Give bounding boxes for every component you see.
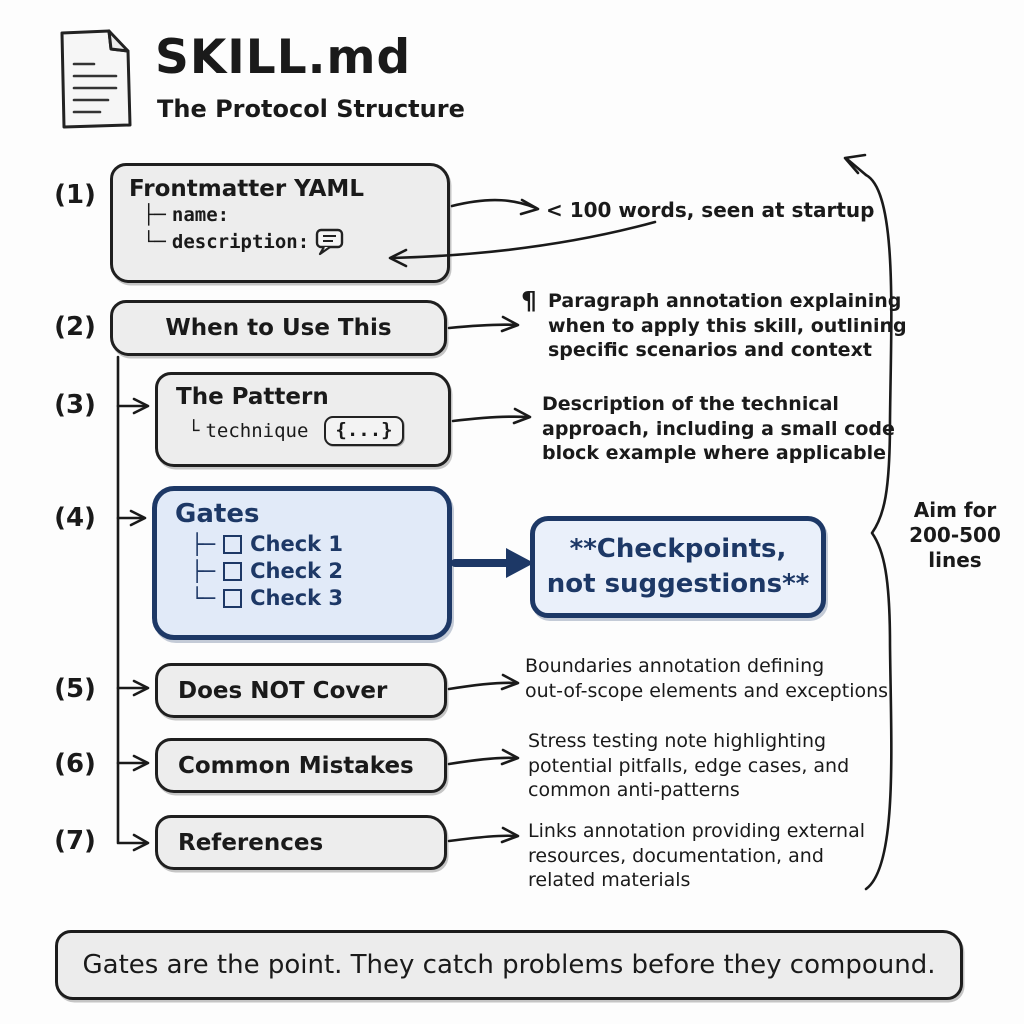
page-subtitle: The Protocol Structure (157, 95, 465, 123)
section-number-5: (5) (54, 674, 96, 704)
arrow-pattern-to-note (451, 415, 530, 423)
callout-checkpoints: **Checkpoints, not suggestions** (530, 516, 826, 618)
yaml-name-field: name: (171, 204, 230, 226)
note-common-mistakes: Stress testing note highlighting potenti… (528, 730, 850, 802)
section-number-1: (1) (54, 180, 96, 210)
section-number-6: (6) (54, 749, 96, 779)
note-pattern: Description of the technical approach, i… (542, 393, 895, 465)
comment-bubble-icon (315, 228, 344, 256)
code-block-badge: {...} (324, 416, 404, 446)
references-title: References (178, 829, 324, 856)
pattern-title: The Pattern (176, 384, 329, 410)
tree-branch: ├─ (143, 204, 166, 226)
box-frontmatter-yaml: Frontmatter YAML ├─ name: └─ description… (110, 163, 450, 283)
pilcrow-icon: ¶ (521, 286, 537, 315)
frontmatter-title: Frontmatter YAML (129, 176, 364, 202)
box-common-mistakes: Common Mistakes (155, 738, 447, 793)
arrow-when-to-note (447, 323, 518, 330)
tree-branch: └─ (143, 231, 166, 253)
does-not-cover-title: Does NOT Cover (178, 677, 388, 704)
box-references: References (155, 815, 447, 870)
tree-branch: └─ (191, 586, 216, 610)
tree-branch: └ (188, 420, 200, 442)
footer-text: Gates are the point. They catch problems… (82, 950, 936, 980)
tree-branch: ├─ (191, 532, 216, 556)
box-when-to-use: When to Use This (110, 300, 447, 356)
footer-banner: Gates are the point. They catch problems… (55, 930, 963, 1000)
checkbox-icon (223, 561, 243, 581)
section-number-3: (3) (54, 390, 96, 420)
common-mistakes-title: Common Mistakes (178, 752, 414, 779)
arrow-mistakes-to-note (447, 756, 518, 766)
gate-check-3: Check 3 (250, 586, 344, 610)
checkbox-icon (223, 534, 243, 554)
note-references: Links annotation providing external reso… (528, 820, 865, 892)
document-icon (60, 29, 132, 129)
note-does-not-cover: Boundaries annotation defining out-of-sc… (525, 655, 889, 702)
connector-vertical-spine (116, 355, 148, 845)
box-does-not-cover: Does NOT Cover (155, 663, 447, 718)
section-number-4: (4) (54, 503, 96, 533)
box-gates: Gates ├─ Check 1 ├─ Check 2 └─ Check 3 (152, 486, 452, 640)
gates-title: Gates (175, 499, 260, 529)
yaml-description-field: description: (171, 231, 310, 253)
gate-check-1: Check 1 (250, 532, 344, 556)
arrow-notcover-to-note (447, 681, 518, 691)
arrow-gates-to-callout (451, 548, 534, 578)
section-number-7: (7) (54, 826, 96, 856)
box-the-pattern: The Pattern └ technique {...} (155, 372, 451, 467)
tree-branch: ├─ (191, 559, 216, 583)
note-frontmatter: < 100 words, seen at startup (546, 198, 875, 222)
arrow-frontmatter-to-note (450, 198, 538, 210)
brace-right (864, 173, 893, 891)
brace-label-line-count: Aim for 200-500 lines (909, 498, 1001, 572)
page-title: SKILL.md (155, 30, 412, 85)
gate-check-2: Check 2 (250, 559, 344, 583)
when-to-use-title: When to Use This (165, 315, 392, 341)
section-number-2: (2) (54, 312, 96, 342)
checkbox-icon (223, 588, 243, 608)
arrow-references-to-note (447, 834, 518, 843)
note-when-to-use: Paragraph annotation explaining when to … (548, 290, 907, 362)
technique-label: technique (205, 420, 309, 442)
